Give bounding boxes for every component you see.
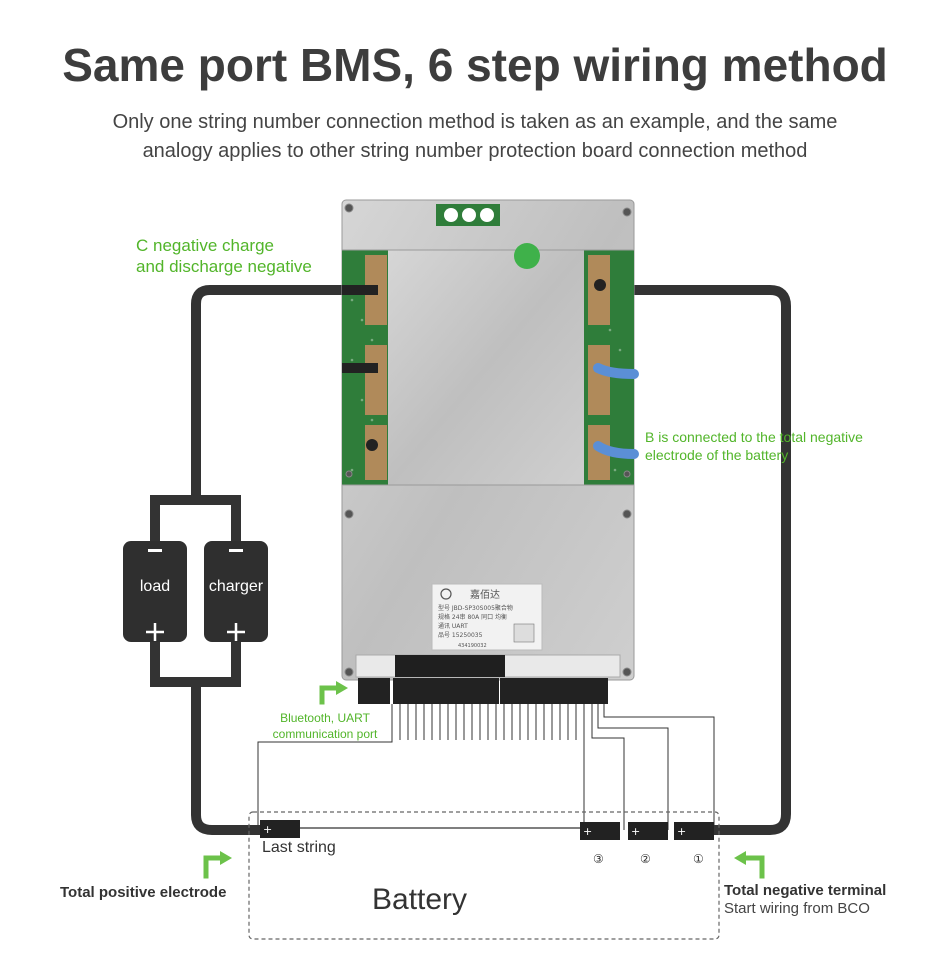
bms-code: 434190032 (458, 643, 487, 649)
total-negative-label: Total negative terminal (724, 882, 887, 899)
charger-plus-mark (227, 623, 245, 641)
b-wire-2 (593, 441, 639, 459)
brand-logo-icon (440, 588, 452, 600)
bluetooth-uart-label: Bluetooth, UART communication port (258, 710, 392, 742)
load-charger-bridge-bottom (150, 640, 241, 687)
b-label-line-1: B is connected to the total negative (645, 429, 863, 445)
bms-spec: 规格 24串 80A 同口 均衡 (438, 613, 507, 621)
page-subtitle: Only one string number connection method… (60, 108, 890, 166)
positive-arrow-icon (203, 855, 225, 879)
cell-2-plus: + (631, 825, 640, 838)
bt-label-line-2: communication port (272, 727, 378, 741)
top-pin-2 (462, 208, 476, 222)
heatsink-center (388, 250, 584, 485)
c-label-line-1: C negative charge (136, 236, 274, 255)
charger-label: charger (208, 578, 264, 595)
cell-last-plus: + (263, 823, 272, 836)
balance-plug-2 (500, 678, 608, 704)
load-plus-mark (146, 623, 164, 641)
cell-1-number: ① (693, 852, 704, 866)
bms-model: 型号 JBD-SP30S005聚合物 (438, 604, 513, 612)
positive-arrow-head-icon (220, 851, 232, 865)
b-wire-1 (593, 363, 639, 379)
last-string-label: Last string (262, 839, 336, 856)
subtitle-line-1: Only one string number connection method… (112, 111, 838, 133)
right-terminal-2 (588, 345, 610, 415)
right-terminal-3 (588, 425, 610, 480)
charger-box (204, 541, 268, 642)
top-pin-1 (444, 208, 458, 222)
start-wiring-label: Start wiring from BCO (724, 900, 870, 917)
bms-brand: 嘉佰达 (470, 588, 500, 601)
b-terminal-bolt (594, 279, 606, 291)
page-title: Same port BMS, 6 step wiring method (62, 39, 888, 91)
bluetooth-arrow-head-icon (336, 681, 348, 695)
subtitle-line-2: analogy applies to other string number p… (142, 140, 808, 162)
load-label: load (139, 578, 171, 595)
c-negative-label: C negative charge and discharge negative (136, 235, 312, 277)
bt-label-line-1: Bluetooth, UART (280, 711, 370, 725)
bluetooth-arrow-icon (319, 685, 341, 705)
negative-arrow-head-icon (734, 851, 746, 865)
total-positive-wire (191, 682, 262, 835)
cell-3-plus: + (583, 825, 592, 838)
qc-pass-sticker (514, 243, 540, 269)
c-label-line-2: and discharge negative (136, 257, 312, 276)
balance-plug-1 (393, 678, 499, 704)
load-charger-bridge-top (150, 495, 241, 545)
cell-2-number: ② (640, 852, 651, 866)
b-label-line-2: electrode of the battery (645, 447, 789, 463)
qr-code-icon (513, 623, 535, 643)
charger-minus-mark (229, 549, 243, 552)
cell-1-plus: + (677, 825, 686, 838)
cell-last-string (260, 820, 300, 838)
bluetooth-plug (358, 678, 390, 704)
balance-wire-bundle (257, 704, 715, 830)
cell-3 (580, 822, 620, 840)
bms-sn: 品号 15250035 (438, 632, 483, 639)
c-terminal-bolt (366, 439, 378, 451)
cell-1 (674, 822, 714, 840)
cell-2 (628, 822, 668, 840)
left-terminal-2 (365, 345, 387, 415)
cell-3-number: ③ (593, 852, 604, 866)
b-negative-label: B is connected to the total negative ele… (645, 428, 863, 464)
negative-arrow-icon (741, 855, 765, 879)
battery-outline (248, 811, 720, 940)
battery-label: Battery (372, 883, 468, 916)
top-pin-3 (480, 208, 494, 222)
total-negative-wire (622, 285, 791, 835)
load-minus-mark (148, 549, 162, 552)
left-terminal-3 (365, 425, 387, 480)
bms-board: 嘉佰达 型号 JBD-SP30S005聚合物 规格 24串 80A 同口 均衡 … (341, 199, 639, 681)
charge-discharge-negative-wire (191, 285, 360, 500)
load-box (123, 541, 187, 642)
connector-header-dark (395, 655, 505, 677)
bms-comm: 通讯 UART (438, 622, 468, 630)
total-positive-label: Total positive electrode (60, 884, 227, 901)
